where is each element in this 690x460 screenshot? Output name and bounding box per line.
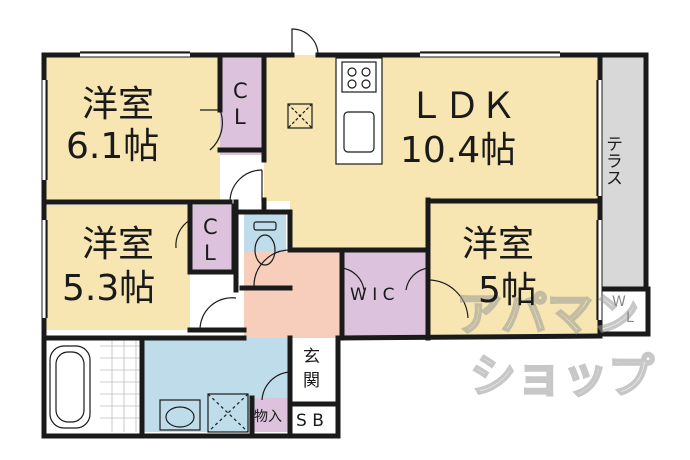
closet-2-floor [190, 205, 234, 273]
closet-1-l: L [234, 105, 246, 129]
ldk-floor-a [264, 55, 600, 201]
genkan-top: 玄 [303, 347, 320, 367]
western-room-1-floor [44, 55, 220, 200]
ldk-size: 10.4帖 [400, 130, 516, 171]
watermark: アパマン ショップ [455, 286, 655, 404]
western-room-3-floor [428, 201, 600, 336]
storage-floor [252, 398, 292, 432]
ldk-floor-b [290, 200, 428, 250]
closet-1-floor [220, 55, 264, 155]
western-room-2-size: 5.3帖 [62, 268, 155, 309]
closet-2-l: L [204, 241, 216, 265]
western-room-2-floor [44, 205, 190, 330]
bathroom-floor [44, 338, 142, 436]
western-room-1-size: 6.1帖 [66, 126, 159, 167]
western-room-3-name: 洋室 [462, 224, 534, 265]
closet-2-c: C [203, 215, 218, 239]
watermark-line-2: ショップ [470, 349, 654, 403]
watermark-line-1: アパマン [456, 287, 639, 341]
washer-w: W [612, 294, 626, 310]
bath-tiles [100, 340, 140, 432]
western-room-3-size: 5帖 [478, 270, 537, 311]
wic-floor [342, 252, 428, 338]
genkan-floor [290, 338, 332, 404]
terrace-floor [600, 55, 646, 289]
western-room-1-name: 洋室 [82, 84, 154, 125]
walls [41, 52, 651, 439]
shoebox-label: S B [296, 411, 324, 431]
washer-space [600, 289, 646, 333]
ldk-name: ＬＤＫ [408, 86, 516, 127]
fixtures [42, 28, 602, 433]
terrace-label: テラス [602, 135, 622, 186]
storage-label: 物入 [254, 409, 282, 425]
shoebox-floor [292, 404, 332, 432]
hall-floor [244, 252, 342, 338]
wic-label: W I C [350, 285, 395, 305]
room-labels: 洋室 6.1帖 C L ＬＤＫ 10.4帖 テラス 洋室 5.3帖 C L W … [62, 79, 634, 431]
closet-1-c: C [233, 79, 248, 103]
western-room-2-name: 洋室 [82, 224, 154, 265]
room-fills [44, 55, 646, 436]
kitchen-counter [335, 57, 383, 165]
washer-l: L [626, 310, 634, 326]
genkan-bottom: 関 [303, 371, 320, 391]
